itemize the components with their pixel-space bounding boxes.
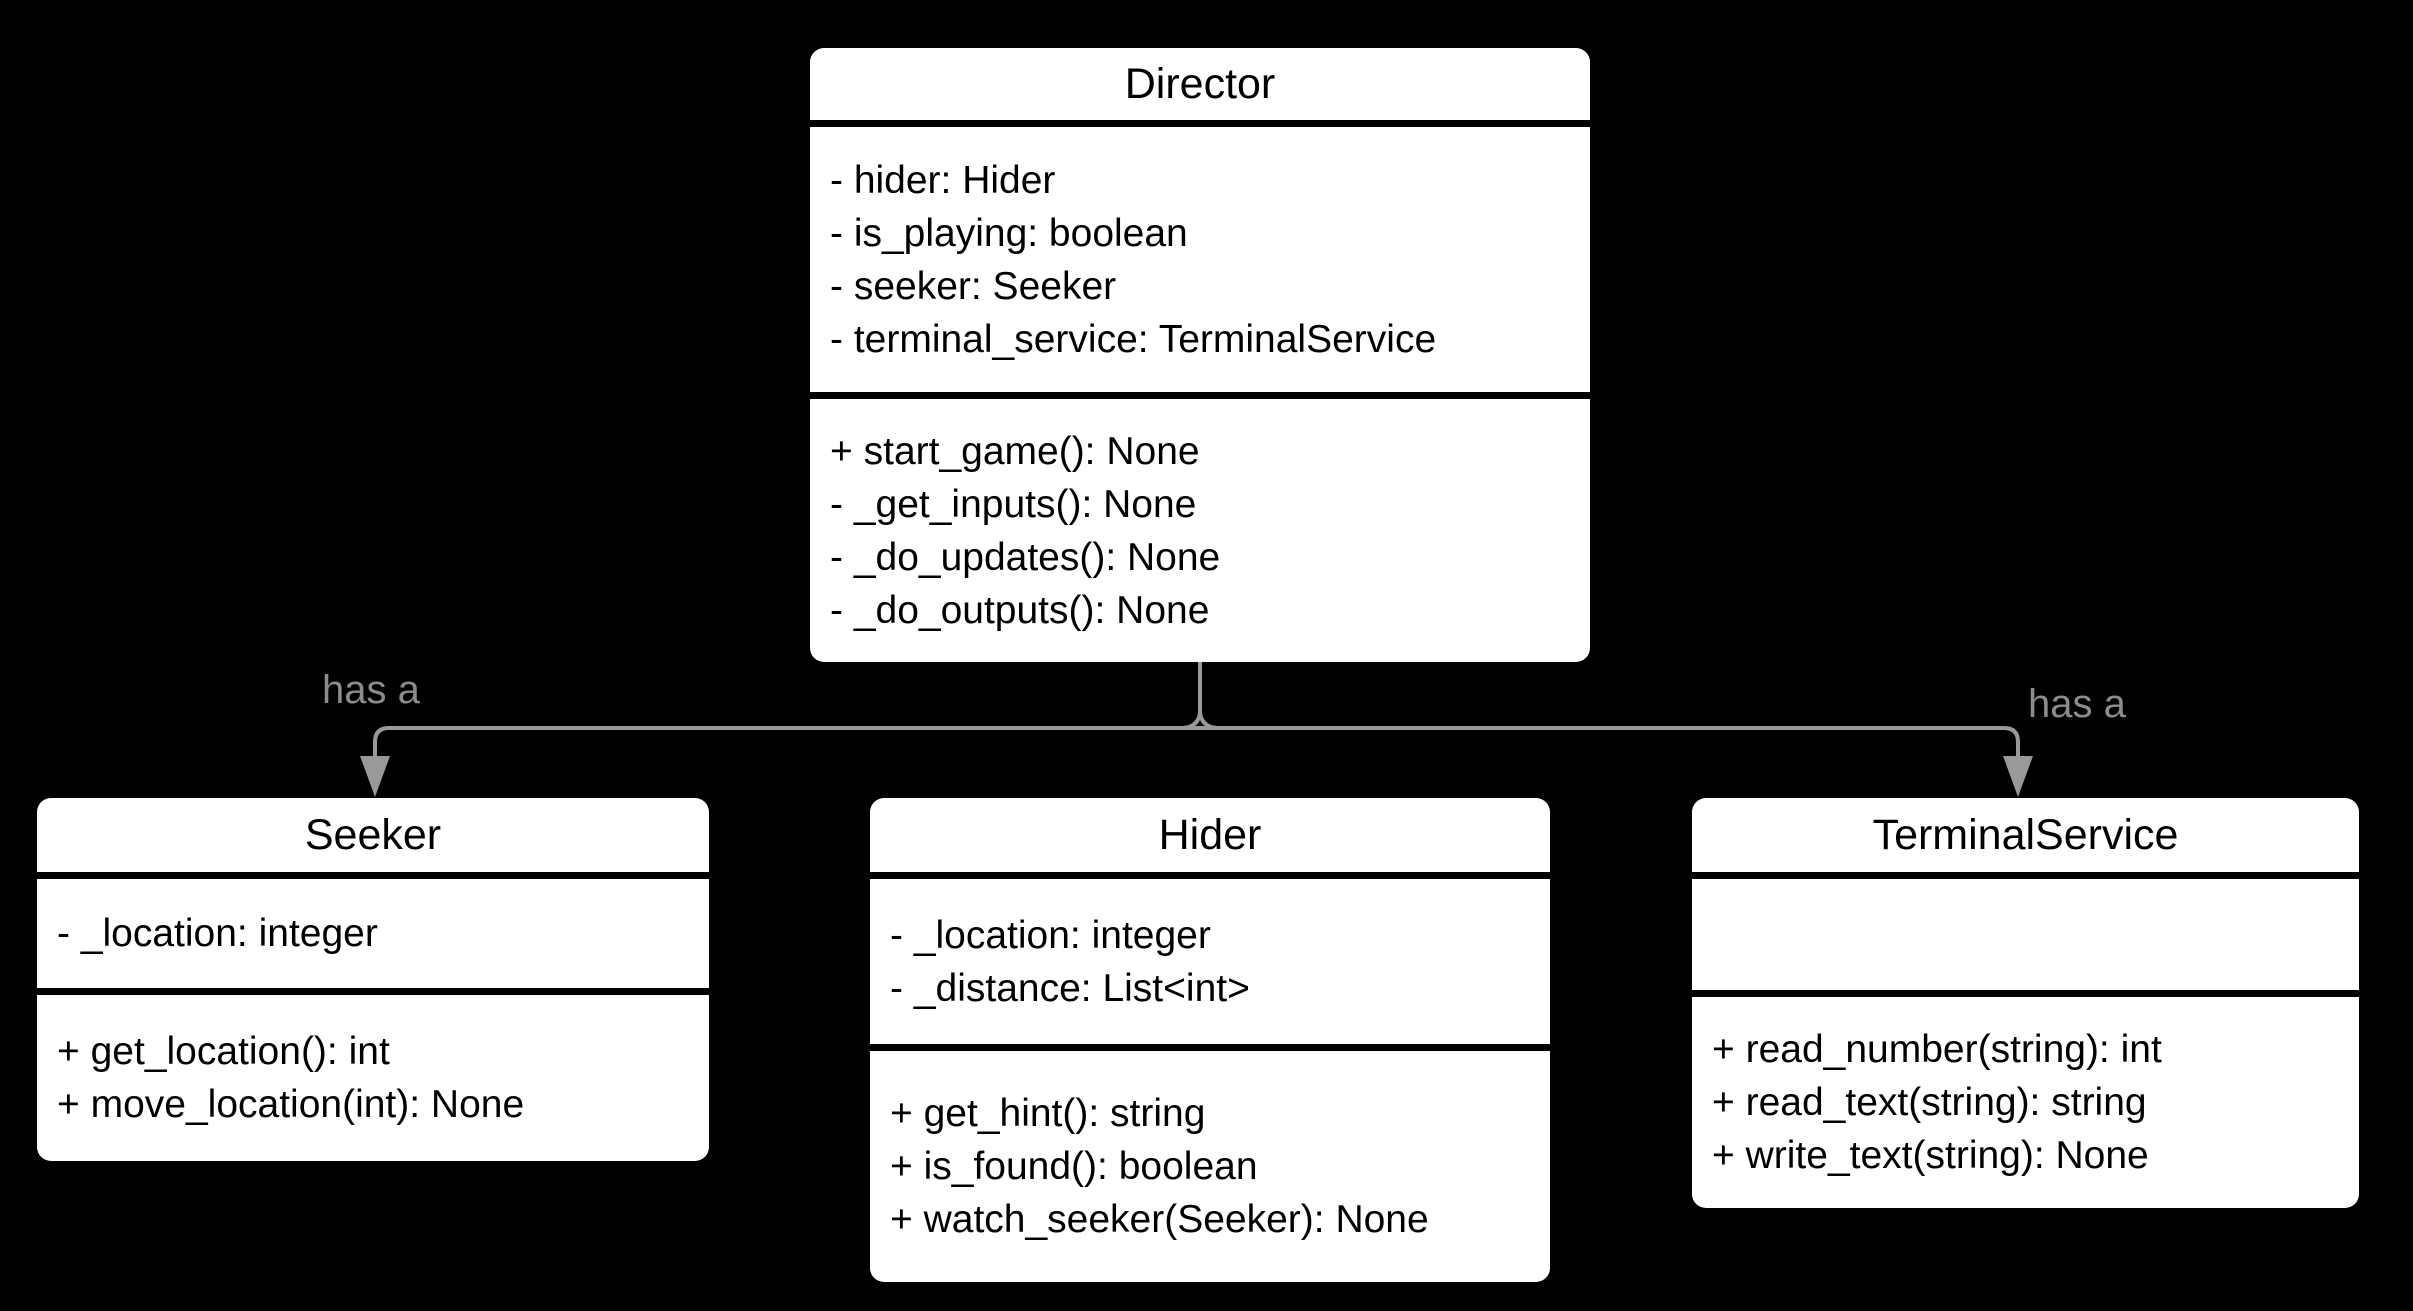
methods-compartment: + start_game(): None - _get_inputs(): No…	[810, 399, 1590, 662]
has-a-label-right: has a	[2028, 682, 2126, 726]
class-title: Seeker	[304, 810, 442, 859]
class-title: Hider	[1158, 810, 1262, 859]
attribute-row: - hider: Hider	[830, 158, 1056, 202]
compartment-separator	[1692, 990, 2359, 997]
attribute-row: - is_playing: boolean	[830, 211, 1188, 255]
method-row: - _do_updates(): None	[830, 535, 1221, 579]
methods-compartment: + get_location(): int + move_location(in…	[37, 995, 709, 1161]
class-box-director: Director - hider: Hider - is_playing: bo…	[810, 48, 1590, 662]
connector-stem	[1182, 662, 1218, 730]
compartment-separator	[810, 120, 1590, 127]
compartment-separator	[37, 872, 709, 879]
attribute-row: - terminal_service: TerminalService	[830, 317, 1437, 361]
class-box-terminalservice: TerminalService + read_number(string): i…	[1692, 798, 2359, 1208]
has-a-label-left: has a	[322, 668, 420, 712]
methods-compartment: + read_number(string): int + read_text(s…	[1692, 997, 2359, 1208]
compartment-separator	[1692, 872, 2359, 879]
arrowhead-seeker	[360, 756, 390, 797]
attribute-row: - seeker: Seeker	[830, 264, 1117, 308]
attribute-row: - _distance: List<int>	[890, 966, 1250, 1010]
method-row: - _do_outputs(): None	[830, 588, 1210, 632]
attributes-compartment	[1692, 879, 2359, 990]
compartment-separator	[870, 872, 1550, 879]
attributes-compartment: - _location: integer	[37, 879, 709, 988]
method-row: + watch_seeker(Seeker): None	[890, 1198, 1429, 1241]
attribute-row: - _location: integer	[57, 912, 378, 955]
method-row: + get_hint(): string	[890, 1092, 1206, 1135]
class-box-seeker: Seeker - _location: integer + get_locati…	[37, 798, 709, 1161]
compartment-separator	[37, 988, 709, 995]
method-row: + start_game(): None	[830, 429, 1200, 473]
method-row: + write_text(string): None	[1712, 1134, 2149, 1177]
method-row: - _get_inputs(): None	[830, 482, 1197, 526]
method-row: + read_text(string): string	[1712, 1081, 2147, 1124]
method-row: + get_location(): int	[57, 1030, 390, 1073]
class-title: TerminalService	[1872, 810, 2179, 859]
methods-compartment: + get_hint(): string + is_found(): boole…	[870, 1051, 1550, 1282]
compartment-separator	[870, 1044, 1550, 1051]
method-row: + move_location(int): None	[57, 1083, 525, 1126]
attributes-compartment: - _location: integer - _distance: List<i…	[870, 879, 1550, 1044]
attribute-row: - _location: integer	[890, 913, 1211, 957]
class-title: Director	[1124, 59, 1276, 108]
arrowhead-terminalservice	[2003, 756, 2033, 797]
method-row: + is_found(): boolean	[890, 1145, 1258, 1188]
method-row: + read_number(string): int	[1712, 1028, 2162, 1071]
attributes-compartment: - hider: Hider - is_playing: boolean - s…	[810, 127, 1590, 392]
class-box-hider: Hider - _location: integer - _distance: …	[870, 798, 1550, 1282]
compartment-separator	[810, 392, 1590, 399]
connector-rail	[373, 726, 2020, 757]
